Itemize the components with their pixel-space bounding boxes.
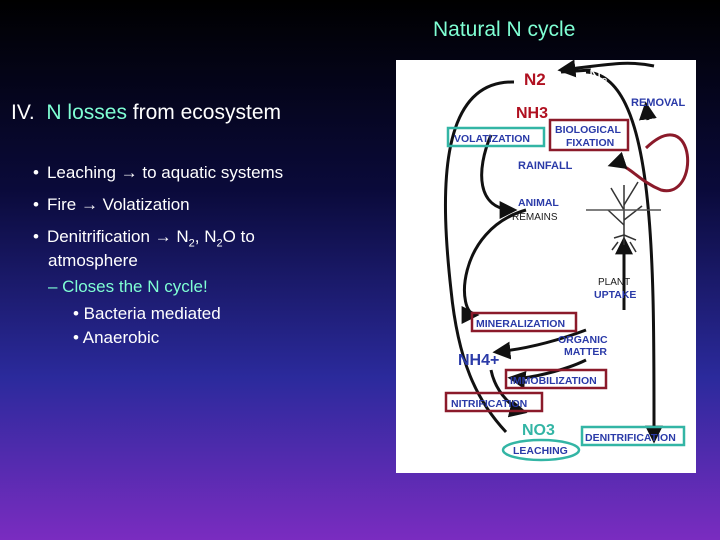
n2o-n: N	[589, 66, 602, 85]
box-denitrification	[580, 425, 686, 447]
label-rainfall: RAINFALL	[518, 160, 573, 172]
label-removal: REMOVAL	[631, 97, 685, 109]
heading-prefix: IV.	[11, 101, 47, 124]
label-mineralization: MINERALIZATION	[476, 318, 565, 330]
box-immobilization	[504, 368, 608, 390]
label-organic-2: MATTER	[564, 346, 607, 358]
n-cycle-diagram: N2 NH3 REMOVAL VOLATIZATION BIOLOGICAL F…	[396, 60, 696, 473]
denit-text-1: Denitrification → N	[46, 227, 189, 246]
ellipse-leaching	[501, 438, 581, 462]
box-bio-fixation	[548, 118, 630, 152]
arrow-mineral-loop	[461, 208, 527, 324]
box-volatization	[446, 126, 546, 148]
label-plant-uptake-2: UPTAKE	[594, 289, 636, 301]
bullet-fire-text: Fire → Volatization	[46, 195, 190, 214]
label-remains: REMAINS	[512, 212, 558, 223]
label-nitrification: NITRIFICATION	[451, 398, 527, 410]
bullet-dot: •	[33, 163, 39, 182]
bullet-dot: •	[33, 227, 39, 246]
denit-sub-2: 2	[216, 237, 223, 250]
arrow-n2o-red	[607, 133, 690, 193]
arrow-to-removal	[638, 101, 657, 121]
bullet-dot: •	[33, 195, 39, 214]
label-animal: ANIMAL	[518, 197, 559, 209]
heading-suffix: from ecosystem	[126, 101, 281, 124]
label-nh3: NH3	[516, 105, 548, 122]
label-volatization: VOLATIZATION	[454, 133, 530, 145]
bullet-leaching-text: Leaching → to aquatic systems	[46, 163, 284, 182]
label-bio-1: BIOLOGICAL	[555, 124, 621, 136]
label-denitrification: DENITRIFICATION	[585, 432, 676, 444]
label-bio-2: FIXATION	[566, 137, 614, 149]
label-organic-1: ORGANIC	[558, 334, 608, 346]
label-leaching: LEACHING	[513, 445, 568, 457]
n2o-o: O	[607, 66, 621, 85]
plant-illustration	[607, 181, 643, 253]
denit-text-3: O to	[222, 227, 255, 246]
label-no3: NO3	[522, 422, 555, 439]
arrow-immob	[507, 358, 587, 389]
box-nitrification	[444, 391, 544, 413]
bullet-leaching: • Leaching → to aquatic systems	[33, 163, 283, 183]
sub-bullet-closes: – Closes the N cycle!	[48, 277, 208, 296]
bullet-denitrification: •Denitrification → N2, N2O to	[33, 227, 255, 249]
bullet-fire: • Fire → Volatization	[33, 195, 190, 215]
heading-accent: N losses	[46, 101, 127, 124]
denit-continuation: atmosphere	[48, 251, 138, 270]
plant-top-label: PLANT	[630, 84, 666, 96]
arrow-right-loop	[585, 70, 664, 444]
denit-sub-1: 2	[188, 237, 195, 250]
slide-title: Natural N cycle	[433, 18, 576, 41]
n2o-sub: 2	[601, 76, 608, 89]
label-nh4: NH4+	[458, 352, 499, 369]
n2o-label: N2O	[589, 66, 621, 88]
denit-text-2: , N	[194, 227, 217, 246]
box-mineralization	[470, 311, 578, 333]
subsub-anaerobic: • Anaerobic	[73, 328, 160, 347]
subsub-bacteria: • Bacteria mediated	[73, 304, 221, 323]
arrow-n2o	[557, 60, 655, 78]
label-n2: N2	[524, 70, 546, 89]
label-immobilization: IMMOBILIZATION	[510, 375, 597, 387]
section-heading: IV. N losses from ecosystem	[11, 101, 281, 125]
arrow-organic-to-nh4	[492, 328, 587, 360]
label-plant-uptake-1: PLANT	[598, 277, 630, 288]
